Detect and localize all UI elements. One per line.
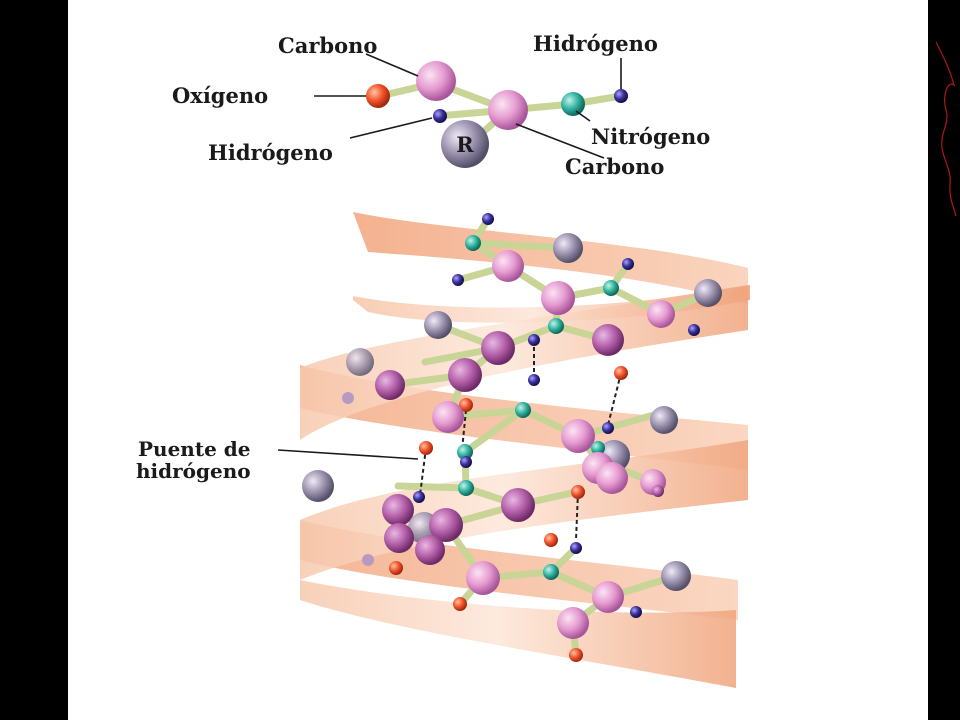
oxygen-atom — [544, 533, 558, 547]
nitrogen-atom — [458, 480, 474, 496]
hydrogen-atom — [570, 542, 582, 554]
white-content-panel: R Carbono Oxígeno Hidrógeno Hidrógeno Ni… — [68, 0, 928, 720]
r-group-label: R — [456, 132, 474, 157]
carbon-atom — [561, 419, 595, 453]
nitrogen-atom — [465, 235, 481, 251]
hydrogen-atom — [652, 485, 664, 497]
hydrogen-atom — [622, 258, 634, 270]
nitrogeno-label: Nitrógeno — [591, 124, 710, 149]
carbono-label: Carbono — [278, 33, 377, 58]
nitrogen-atom — [543, 564, 559, 580]
carbon-atom — [481, 331, 515, 365]
hydrogen-atom — [528, 334, 540, 346]
hydrogen-atom — [614, 89, 628, 103]
oxigeno-label: Oxígeno — [172, 83, 268, 108]
nitrogen-atom — [548, 318, 564, 334]
puente-label-line1: Puente de — [138, 437, 250, 461]
hydrogen-bond — [607, 372, 622, 426]
helix-ribbon-front — [353, 212, 750, 323]
puente-label-line2: hidrógeno — [136, 459, 251, 483]
oxygen-atom — [419, 441, 433, 455]
helix-ribbon-back — [353, 212, 748, 304]
hydrogen-atom — [528, 374, 540, 386]
carbon-atom — [415, 535, 445, 565]
oxygen-atom — [389, 561, 403, 575]
carbon-atom — [384, 523, 414, 553]
carbon-atom — [492, 250, 524, 282]
oxygen-atom — [614, 366, 628, 380]
protein-diagram: R Carbono Oxígeno Hidrógeno Hidrógeno Ni… — [136, 31, 750, 688]
hydrogen-atom — [630, 606, 642, 618]
oxygen-atom — [569, 648, 583, 662]
carbono-label: Carbono — [565, 154, 664, 179]
hydrogen-atom — [362, 554, 374, 566]
amino-acid-structure: R Carbono Oxígeno Hidrógeno Hidrógeno Ni… — [172, 31, 710, 179]
nitrogen-atom — [457, 444, 473, 460]
alpha-helix: Puente de hidrógeno — [136, 212, 750, 688]
nitrogen-atom — [603, 280, 619, 296]
r-group-atom — [424, 311, 452, 339]
carbon-atom — [466, 561, 500, 595]
r-group-atom — [441, 120, 489, 168]
carbon-atom — [541, 281, 575, 315]
r-group-atom — [302, 470, 334, 502]
helix-ribbon-front — [300, 520, 736, 688]
helix-atoms — [302, 213, 722, 662]
hydrogen-atom — [602, 422, 614, 434]
carbon-atom — [429, 508, 463, 542]
carbon-atom — [557, 607, 589, 639]
hydrogen-atom — [342, 392, 354, 404]
hidrogeno-label: Hidrógeno — [533, 31, 658, 56]
carbon-atom — [382, 494, 414, 526]
nitrogen-atom — [515, 402, 531, 418]
hydrogen-bond — [575, 491, 579, 541]
oxygen-atom — [366, 84, 390, 108]
helix-ribbon-front — [300, 285, 748, 440]
alpha-carbon-atom — [488, 90, 528, 130]
label-leader-line — [277, 449, 419, 460]
decorative-squiggle — [935, 41, 957, 217]
carbon-atom — [432, 401, 464, 433]
carbon-atom — [592, 581, 624, 613]
hydrogen-atom — [460, 456, 472, 468]
r-group-atom — [694, 279, 722, 307]
hydrogen-bond — [419, 447, 427, 496]
hydrogen-atom — [413, 491, 425, 503]
oxygen-atom — [453, 597, 467, 611]
r-group-atom — [553, 233, 583, 263]
oxygen-atom — [459, 398, 473, 412]
carbon-atom — [596, 462, 628, 494]
carbon-atom — [592, 324, 624, 356]
hydrogen-atom — [482, 213, 494, 225]
oxygen-atom — [571, 485, 585, 499]
hydrogen-atom — [688, 324, 700, 336]
hydrogen-atom — [433, 109, 447, 123]
r-group-atom — [346, 348, 374, 376]
nitrogen-atom — [561, 92, 585, 116]
carbon-atom — [647, 300, 675, 328]
carbon-atom — [501, 488, 535, 522]
r-group-atom — [650, 406, 678, 434]
hidrogeno-label: Hidrógeno — [208, 140, 333, 165]
hydrogen-atom — [452, 274, 464, 286]
carbon-atom — [375, 370, 405, 400]
carbon-atom — [448, 358, 482, 392]
nitrogen-atom — [591, 441, 605, 455]
r-group-atom — [661, 561, 691, 591]
carbon-atom — [416, 61, 456, 101]
